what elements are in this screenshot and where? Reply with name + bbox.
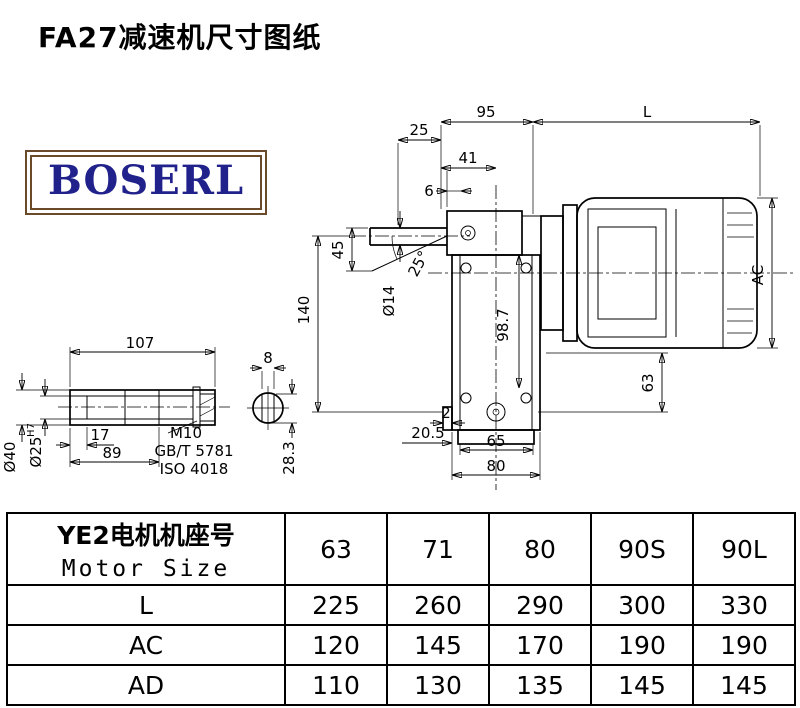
row-label-AC: AC	[6, 624, 286, 666]
dim-AC: AC	[749, 265, 767, 285]
table-cell: 130	[386, 664, 490, 706]
table-cell: 300	[590, 584, 694, 626]
table-cell: 190	[590, 624, 694, 666]
dim-dia25: Ø25	[27, 437, 45, 468]
dim-63: 63	[639, 373, 657, 392]
boserl-logo-text: BOSERL	[48, 157, 245, 204]
dim-dia40: Ø40	[1, 442, 19, 473]
angle-arc	[391, 235, 398, 260]
label-m10: M10	[170, 424, 202, 442]
col-header-90s: 90S	[590, 512, 694, 586]
input-shaft	[369, 227, 448, 272]
dim-80: 80	[486, 457, 505, 475]
col-header-71: 71	[386, 512, 490, 586]
row-label-AD: AD	[6, 664, 286, 706]
dim-2: 2	[441, 404, 451, 422]
dim-25: 25	[409, 121, 428, 139]
page-title: FA27减速机尺寸图纸	[38, 21, 322, 54]
gearbox-outline	[442, 210, 541, 445]
motor-size-table: YE2电机机座号 Motor Size 63 71 80 90S 90L L 2…	[6, 512, 796, 706]
dim-angle-25deg: 25°	[404, 248, 432, 280]
col-header-63: 63	[284, 512, 388, 586]
row-label-L: L	[6, 584, 286, 626]
motor-outline	[540, 197, 758, 349]
dim-17: 17	[90, 426, 109, 444]
col-header-90l: 90L	[692, 512, 796, 586]
gearbox-details	[459, 225, 533, 430]
table-cell: 135	[488, 664, 592, 706]
extension-lines	[16, 125, 778, 480]
dim-45: 45	[329, 240, 347, 259]
dim-8: 8	[263, 349, 273, 367]
dimension-lines	[22, 122, 772, 475]
dim-65: 65	[486, 432, 505, 450]
output-shaft-detail	[69, 386, 216, 428]
boserl-logo-frame: BOSERL	[30, 155, 263, 210]
table-cell: 120	[284, 624, 388, 666]
table-row-AD: AD 110 130 135 145 145	[6, 664, 796, 706]
dim-28-3: 28.3	[280, 441, 298, 474]
col-header-80: 80	[488, 512, 592, 586]
table-cell: 190	[692, 624, 796, 666]
dimension-labels: 95 25 L 41 6 45 25° Ø14 140 98.7 AC 63 2…	[1, 103, 767, 478]
table-row-L: L 225 260 290 300 330	[6, 584, 796, 626]
table-cell: 290	[488, 584, 592, 626]
dim-107: 107	[126, 334, 155, 352]
dim-95: 95	[476, 103, 495, 121]
table-header-row: YE2电机机座号 Motor Size 63 71 80 90S 90L	[6, 512, 796, 586]
label-iso-4018: ISO 4018	[160, 460, 229, 478]
table-cell: 145	[386, 624, 490, 666]
table-cell: 225	[284, 584, 388, 626]
dim-L: L	[643, 103, 652, 121]
dim-6: 6	[424, 182, 434, 200]
boserl-logo: BOSERL	[25, 150, 268, 215]
dim-fit-h7: H7	[26, 423, 37, 437]
dim-89: 89	[102, 444, 121, 462]
table-cell: 330	[692, 584, 796, 626]
table-header-en: Motor Size	[61, 556, 231, 582]
motor-details	[587, 208, 754, 338]
dim-98-7: 98.7	[494, 308, 512, 341]
table-cell: 145	[590, 664, 694, 706]
label-gbt-5781: GB/T 5781	[154, 442, 233, 460]
table-header-cn: YE2电机机座号	[57, 521, 235, 550]
table-cell: 110	[284, 664, 388, 706]
table-cell: 170	[488, 624, 592, 666]
dim-41: 41	[458, 149, 477, 167]
dim-dia14: Ø14	[380, 286, 398, 317]
dim-140: 140	[295, 296, 313, 325]
table-header-cell: YE2电机机座号 Motor Size	[6, 512, 286, 586]
table-row-AC: AC 120 145 170 190 190	[6, 624, 796, 666]
table-cell: 145	[692, 664, 796, 706]
dimension-drawing: 95 25 L 41 6 45 25° Ø14 140 98.7 AC 63 2…	[1, 103, 795, 490]
dim-20-5: 20.5	[411, 424, 444, 442]
table-cell: 260	[386, 584, 490, 626]
